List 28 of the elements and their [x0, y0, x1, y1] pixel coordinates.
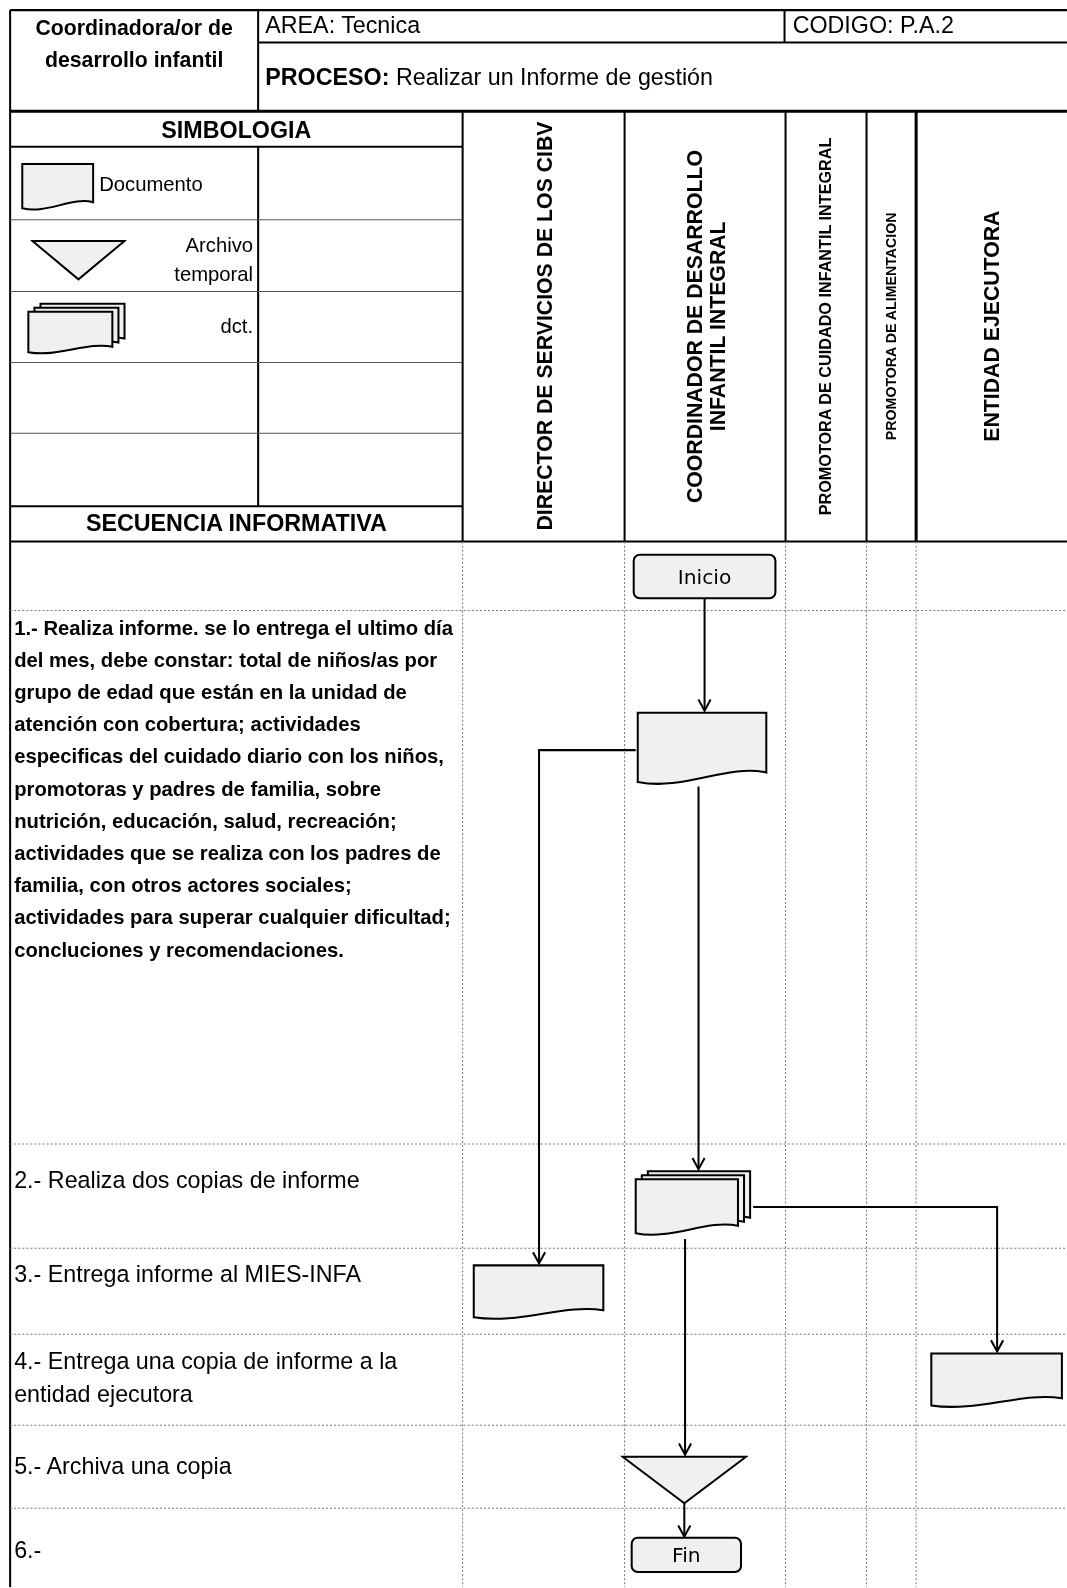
column-header: ENTIDAD EJECUTORA: [980, 210, 1004, 443]
arrow: [677, 1502, 692, 1538]
arrow: [531, 749, 636, 1265]
file-triangle: [620, 1454, 749, 1506]
column-header: PROMOTORA DE ALIMENTACION: [884, 212, 900, 441]
legend-label: dct.: [219, 313, 254, 340]
cell-text: CODIGO: P.A.2: [792, 11, 955, 41]
cell-text: AREA: Tecnica: [265, 11, 422, 41]
arrow: [753, 1206, 1005, 1353]
terminal-box: Fin: [630, 1536, 742, 1574]
step-description: 2.- Realiza dos copias de informe: [14, 1166, 361, 1196]
step-description: 1.- Realiza informe. se lo entrega el ultimo día del mes, debe constar: total de niños/as por grupo de edad que están en la unidad de atención con cobertura; actividades especificas del cuidado diario con los niños, promotoras y padres de familia, sobre nutrición, educación, salud, recreación; actividades que se realiza con los padres de familia, con otros actores sociales; actividades para superar cualquier dificultad; concluciones y recomendaciones.: [14, 615, 454, 963]
cell-heading: SECUENCIA INFORMATIVA: [84, 509, 388, 539]
step-description: 6.-: [14, 1535, 43, 1565]
cell-heading: Coordinadora/or de desarrollo infantil: [34, 15, 234, 73]
legend-label: Documento: [99, 172, 204, 198]
step-description: 4.- Entrega una copia de informe a la entidad ejecutora: [14, 1346, 399, 1410]
step-description: 3.- Entrega informe al MIES-INFA: [14, 1259, 362, 1289]
column-header: PROMOTORA DE CUIDADO INFANTIL INTEGRAL: [817, 137, 835, 516]
cell-heading: SIMBOLOGIA: [160, 115, 313, 145]
arrow: [691, 786, 706, 1171]
arrow: [678, 1239, 693, 1456]
terminal-box: Inicio: [632, 553, 777, 600]
column-header: DIRECTOR DE SERVICIOS DE LOS CIBV: [532, 121, 556, 531]
step-description: 5.- Archiva una copia: [14, 1451, 233, 1481]
column-header: COORDINADOR DE DESARROLLO INFANTIL INTEGRAL: [682, 148, 730, 506]
cell-text: PROCESO: Realizar un Informe de gestión: [265, 62, 714, 93]
legend-label: Archivo temporal: [173, 232, 254, 288]
